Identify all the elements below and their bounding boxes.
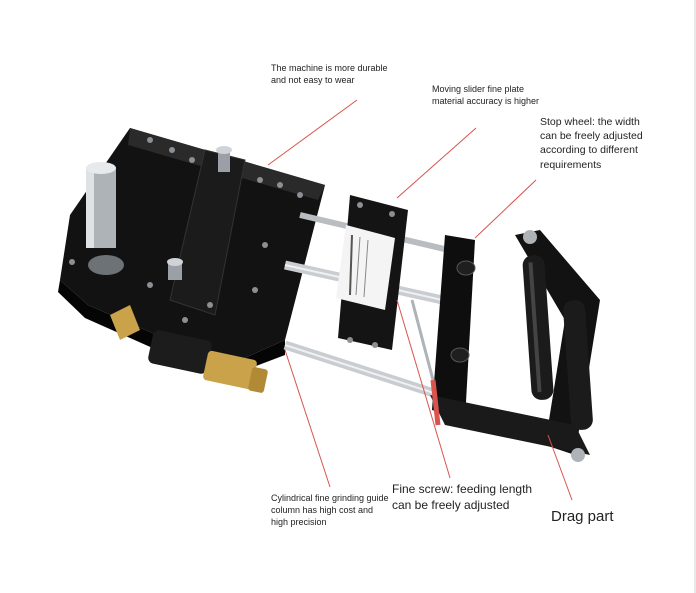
callout-durable: The machine is more durable and not easy… (271, 62, 388, 86)
leader-slider (396, 127, 477, 199)
callout-guide-column-line3: high precision (271, 517, 327, 528)
callout-stop-wheel-line4: requirements (540, 158, 602, 171)
callout-fine-screw-line1: Fine screw: feeding length (392, 482, 533, 496)
callout-slider: Moving slider fine plate material accura… (432, 83, 539, 107)
pneumatic-fittings (110, 305, 268, 393)
callout-slider-line2: material accuracy is higher (432, 96, 540, 107)
vertical-cylinder (86, 162, 124, 275)
moving-slider (336, 195, 408, 350)
leader-fine-screw (396, 299, 451, 479)
callout-durable-line2: and not easy to wear (271, 75, 355, 86)
leader-drag-part (547, 434, 573, 501)
callout-slider-line1: Moving slider fine plate (432, 84, 525, 94)
drag-rollers (522, 230, 593, 462)
callout-drag-part: Drag part (551, 507, 614, 527)
leader-stop-wheel (474, 179, 537, 239)
callout-stop-wheel-line1: Stop wheel: the width (540, 116, 640, 128)
bolt-holes (69, 137, 303, 323)
callout-stop-wheel-line3: according to different (540, 144, 638, 157)
callout-fine-screw-line2: can be freely adjusted (392, 498, 510, 513)
callout-fine-screw: Fine screw: feeding length can be freely… (392, 481, 532, 513)
leader-durable (267, 99, 358, 166)
callout-stop-wheel: Stop wheel: the width can be freely adju… (540, 115, 643, 172)
callout-drag-part-text: Drag part (551, 508, 614, 525)
leader-guide-column (284, 349, 331, 488)
callout-guide-column-line1: Cylindrical fine grinding guide (271, 493, 389, 503)
callout-guide-column-line2: column has high cost and (271, 505, 374, 516)
callout-guide-column: Cylindrical fine grinding guide column h… (271, 492, 389, 528)
top-plate (167, 146, 246, 316)
fine-screw (410, 299, 441, 426)
callout-durable-line1: The machine is more durable (271, 63, 388, 73)
leader-lines (267, 99, 573, 501)
right-edge-border (694, 0, 696, 593)
callout-stop-wheel-line2: can be freely adjusted (540, 130, 643, 143)
